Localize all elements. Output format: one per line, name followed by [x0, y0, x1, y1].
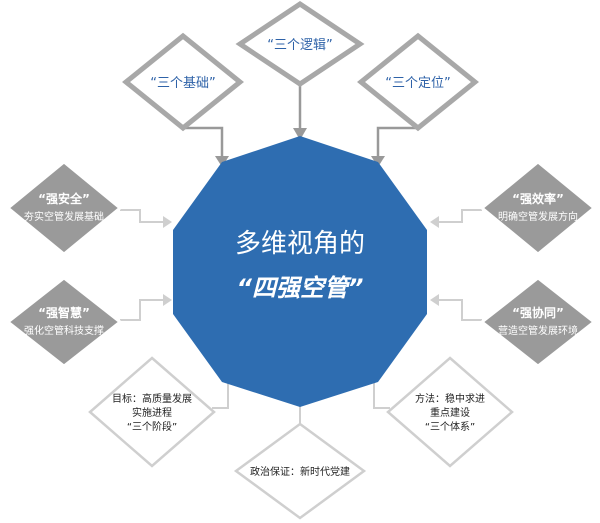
- bottom-node-politics-line1: 政治保证：新时代党建: [250, 465, 350, 478]
- left-node-anquan-title: “强安全”: [38, 191, 90, 206]
- bottom-node-goal: 目标：高质量发展 实施进程 “三个阶段”: [88, 356, 216, 468]
- right-node-xiaolv: “强效率” 明确空管发展方向: [479, 160, 597, 256]
- left-node-zhihui: “强智慧” 强化空管科技支撑: [5, 276, 123, 368]
- top-arrowheads: [215, 128, 385, 167]
- top-node-dingwei: “三个定位”: [357, 32, 479, 132]
- center-title-line2: “四强空管”: [237, 274, 364, 302]
- top-node-luoji-label: “三个逻辑”: [267, 38, 332, 53]
- right-node-xietong: “强协同” 营造空管发展环境: [479, 276, 597, 368]
- side-arrowheads: [163, 216, 439, 306]
- left-node-zhihui-title: “强智慧”: [38, 305, 90, 320]
- right-node-xietong-subtitle: 营造空管发展环境: [498, 324, 578, 337]
- center-decagon: [173, 136, 427, 407]
- bottom-node-method-line3: “三个体系”: [425, 421, 475, 433]
- bottom-node-method-line2: 重点建设: [430, 406, 470, 419]
- center-title-line1: 多维视角的: [235, 229, 365, 259]
- top-node-dingwei-label: “三个定位”: [385, 76, 450, 91]
- left-node-anquan: “强安全” 夯实空管发展基础: [5, 160, 123, 256]
- bottom-node-goal-line2: 实施进程: [132, 406, 172, 419]
- right-node-xiaolv-subtitle: 明确空管发展方向: [498, 210, 578, 223]
- bottom-node-goal-line1: 目标：高质量发展: [112, 392, 192, 405]
- top-node-jichu: “三个基础”: [122, 32, 244, 132]
- bottom-node-method: 方法：稳中求进 重点建设 “三个体系”: [386, 356, 514, 468]
- left-node-zhihui-subtitle: 强化空管科技支撑: [24, 324, 104, 337]
- bottom-node-politics: 政治保证：新时代党建: [233, 422, 367, 520]
- side-connectors: [120, 209, 482, 321]
- bottom-node-method-line1: 方法：稳中求进: [415, 392, 485, 405]
- left-node-anquan-subtitle: 夯实空管发展基础: [24, 210, 104, 223]
- top-node-luoji: “三个逻辑”: [235, 0, 365, 88]
- right-node-xiaolv-title: “强效率”: [512, 191, 564, 206]
- top-node-jichu-label: “三个基础”: [150, 76, 215, 91]
- bottom-node-goal-line3: “三个阶段”: [127, 420, 177, 433]
- right-node-xietong-title: “强协同”: [512, 305, 564, 320]
